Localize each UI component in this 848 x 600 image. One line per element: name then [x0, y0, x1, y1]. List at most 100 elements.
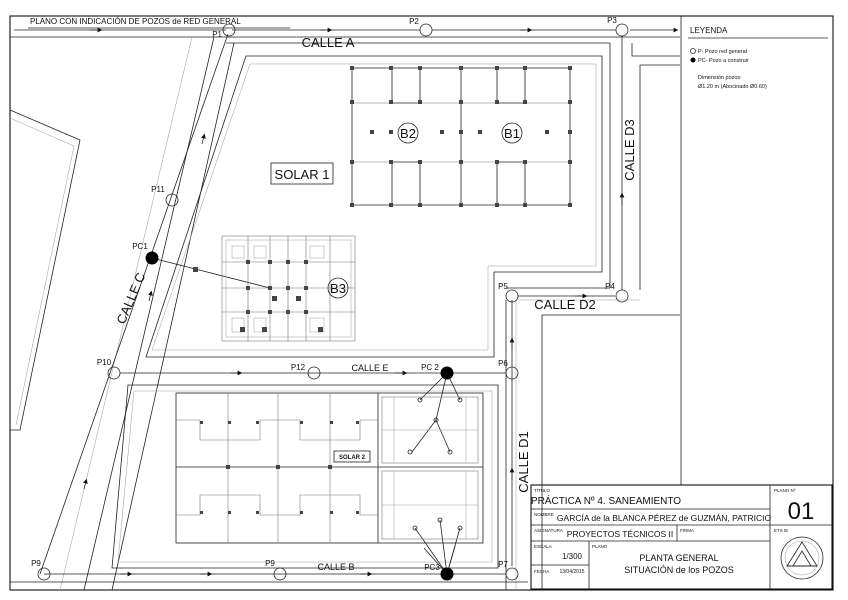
title-block [530, 484, 833, 590]
svg-text:P5: P5 [498, 282, 508, 291]
well-p9-left[interactable]: P9 [31, 559, 51, 581]
b1-marker [501, 122, 523, 144]
solar1-label-box [270, 162, 334, 185]
pc2-link-4 [411, 419, 437, 453]
tb-escala-label: ESCALA [534, 544, 552, 549]
well-p1[interactable]: P1 [212, 23, 236, 39]
legend-filled-circle-icon [690, 57, 696, 63]
tb-plano-value-2: SITUACIÓN de los POZOS [624, 565, 734, 575]
b2-label: B2 [400, 126, 416, 141]
svg-text:PC 2: PC 2 [421, 363, 439, 372]
svg-text:P12: P12 [291, 363, 306, 372]
solar1-label: SOLAR 1 [275, 167, 330, 182]
well-p12[interactable]: P12 [291, 363, 321, 380]
solar2-outer [111, 384, 499, 569]
tb-titulo-label: TÍTULO [534, 487, 551, 493]
well-p6[interactable]: P6 [498, 359, 519, 380]
tb-fecha-label: FECHA [534, 569, 549, 574]
svg-text:P9: P9 [265, 559, 275, 568]
sheet-border [9, 15, 834, 591]
tb-titulo-value: PRÁCTICA Nº 4. SANEAMIENTO [531, 494, 681, 507]
legend-dim-value: Ø1.20 m (Abocinado Ø0.60) [698, 84, 767, 90]
well-p7[interactable]: P7 [498, 560, 519, 581]
arrow-c3 [201, 133, 206, 145]
svg-text:P10: P10 [97, 358, 112, 367]
legend-item-pc: PC- Pozo a construir [698, 58, 749, 64]
tb-plano-label: PLANO [592, 544, 608, 549]
school-logo-icon [780, 536, 824, 580]
well-pc3[interactable]: PC3 [424, 563, 454, 581]
svg-text:P11: P11 [151, 185, 165, 194]
well-p3[interactable]: P3 [607, 16, 629, 37]
svg-text:P3: P3 [607, 16, 617, 25]
calle-c-edge-right [111, 42, 235, 591]
solar2-label-box [333, 450, 371, 463]
pc1-arqueta [193, 267, 198, 272]
b3-label: B3 [330, 281, 346, 296]
tb-asignatura-value: PROYECTOS TÉCNICOS II [567, 529, 673, 539]
tb-escala-value: 1/300 [562, 552, 583, 561]
calle-d1-edge-right [541, 314, 680, 590]
well-p9-bottom[interactable]: P9 [265, 559, 287, 581]
calle-b-label: CALLE B [317, 562, 354, 572]
pipe-c [39, 33, 229, 575]
calle-d2-label: CALLE D2 [534, 297, 595, 312]
tb-firma-label: FIRMA [680, 528, 694, 533]
arrow-c2 [148, 290, 153, 302]
calle-c-edge-left [83, 36, 215, 591]
tb-nombre-value: GARCÍA de la BLANCA PÉREZ de GUZMÁN, PAT… [557, 513, 772, 523]
solar2-label: SOLAR 2 [339, 455, 366, 461]
calle-a-label: CALLE A [302, 35, 355, 50]
pc2-link-3 [435, 372, 448, 421]
calle-c-label: CALLE C [113, 270, 148, 326]
svg-text:P7: P7 [498, 560, 508, 569]
left-lot-inner [9, 117, 75, 426]
tb-asignatura-label: ASIGNATURA [534, 528, 563, 533]
svg-text:PC3: PC3 [424, 563, 440, 572]
tb-plano-no-label: PLANO Nº [774, 488, 796, 493]
svg-text:P9: P9 [31, 559, 41, 568]
b3-marker [327, 277, 349, 299]
b1-label: B1 [504, 126, 520, 141]
well-p10[interactable]: P10 [97, 358, 121, 380]
legend-open-circle-icon [690, 48, 696, 54]
well-p2[interactable]: P2 [409, 17, 433, 37]
well-p11[interactable]: P11 [151, 185, 179, 207]
svg-text:P6: P6 [498, 359, 508, 368]
pc1-connection [151, 257, 271, 289]
well-pc2[interactable]: PC 2 [421, 363, 454, 380]
pc3-link-2 [439, 519, 448, 575]
solar2-buildings [175, 392, 484, 544]
legend-title: LEYENDA [690, 26, 728, 35]
well-p4[interactable]: P4 [605, 282, 629, 303]
solar1-outer [145, 55, 603, 358]
legend-item-p: P- Pozo red general [698, 49, 747, 55]
tb-plano-no-value: 01 [788, 498, 815, 525]
pc3-link-1 [414, 527, 448, 575]
calle-c-outer [59, 36, 193, 591]
b2-marker [397, 122, 419, 144]
calle-d3-label: CALLE D3 [622, 119, 637, 180]
left-lot [9, 109, 81, 431]
calle-e-label: CALLE E [351, 363, 388, 373]
calle-d1-label: CALLE D1 [516, 431, 531, 492]
svg-text:PC1: PC1 [132, 242, 148, 251]
arrow-c1 [83, 478, 88, 490]
building-b3 [221, 235, 356, 342]
solar2-inner [117, 390, 493, 563]
tb-school-label: ETS IE [774, 528, 788, 533]
well-p5[interactable]: P5 [498, 282, 519, 303]
calle-d3-edge-right [639, 64, 680, 290]
drawing-title: PLANO CON INDICACIÓN DE POZOS de RED GEN… [30, 17, 241, 26]
svg-text:P4: P4 [605, 282, 615, 291]
svg-text:P2: P2 [409, 17, 419, 26]
pc2-link-5 [435, 419, 451, 453]
calle-d3-corner [631, 43, 680, 57]
tb-fecha-value: 13/04/2015 [559, 569, 584, 575]
svg-text:P1: P1 [212, 30, 222, 39]
solar1-inner [151, 63, 597, 351]
tb-plano-value-1: PLANTA GENERAL [639, 553, 718, 563]
well-pc1[interactable]: PC1 [132, 242, 159, 265]
tb-nombre-label: NOMBRE [534, 512, 554, 517]
